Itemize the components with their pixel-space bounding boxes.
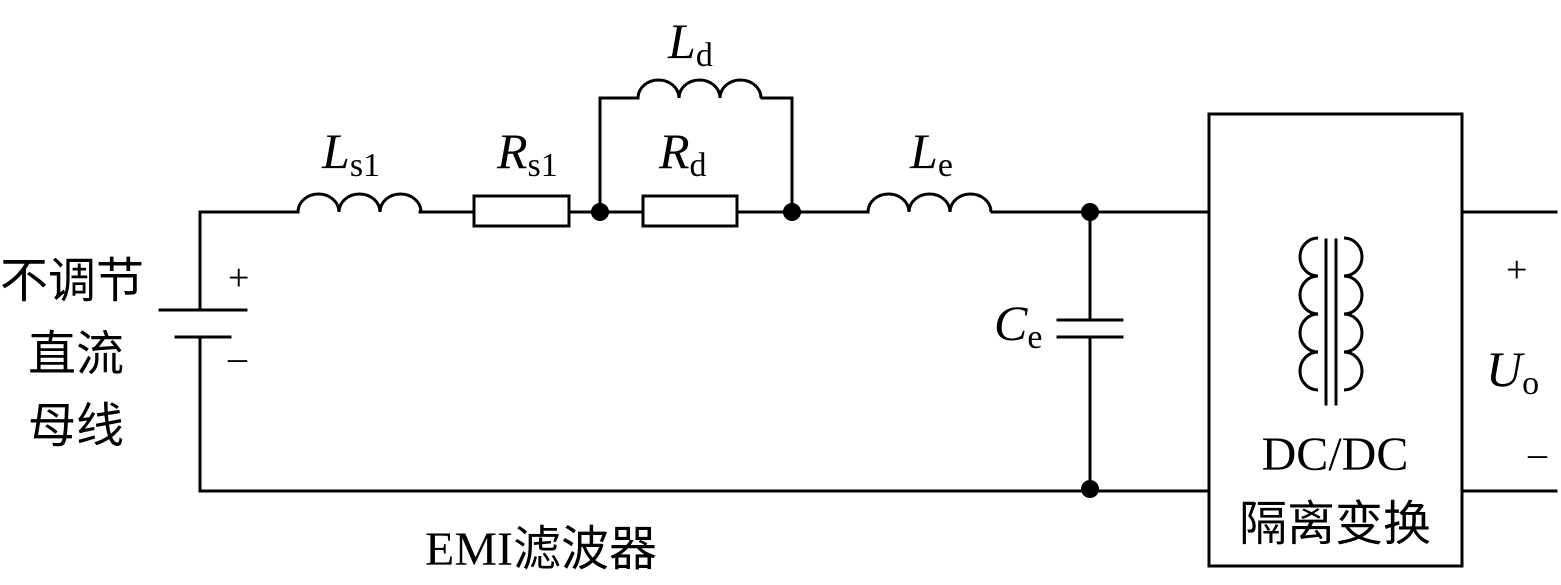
inductor-ld: Ld (636, 13, 763, 99)
label-rs1: Rs1 (496, 123, 558, 184)
resistor-rd: Rd (641, 123, 739, 228)
source-label-line-1: 不调节 (0, 253, 144, 309)
junction-dot (1081, 480, 1099, 498)
source-label-line-2: 直流 (28, 326, 124, 382)
wire-bottom-rail (198, 335, 1211, 493)
filter-label: EMI滤波器 (425, 523, 657, 576)
junction-dot (1081, 203, 1099, 221)
dcdc-converter: DC/DC 隔离变换 (1207, 112, 1464, 568)
inductor-ls1: Ls1 (296, 123, 423, 213)
source-plus-sign: + (228, 257, 249, 299)
output-minus-sign: – (1527, 433, 1548, 475)
label-ce: Ce (994, 295, 1042, 356)
converter-label-line-2: 隔离变换 (1239, 496, 1431, 552)
output-plus-sign: + (1506, 249, 1527, 291)
wire-ld-right (760, 96, 794, 214)
source-label-line-3: 母线 (28, 398, 124, 454)
resistor-rd-body (641, 194, 739, 228)
inductor-le-coil (866, 192, 993, 213)
junctions (591, 203, 1099, 498)
wires (198, 96, 1558, 493)
transformer-primary-coil (1298, 236, 1319, 392)
inductor-ls1-coil (296, 192, 423, 213)
dc-source: + – 不调节 直流 母线 (0, 253, 249, 454)
capacitor-ce: Ce (994, 295, 1124, 356)
label-le: Le (909, 123, 953, 184)
resistor-rs1: Rs1 (472, 123, 571, 228)
transformer-icon (1298, 236, 1364, 406)
wire-source-top (198, 210, 300, 312)
source-minus-sign: – (227, 337, 248, 379)
label-uo: Uo (1486, 341, 1539, 402)
converter-label-line-1: DC/DC (1262, 428, 1409, 481)
converter-box (1207, 112, 1464, 568)
transformer-secondary-coil (1343, 236, 1364, 392)
wire-ld-left (598, 96, 640, 214)
junction-dot (783, 203, 801, 221)
resistor-rs1-body (472, 194, 571, 228)
junction-dot (591, 203, 609, 221)
label-ld: Ld (667, 13, 713, 74)
inductor-ld-coil (636, 78, 763, 99)
inductor-le: Le (866, 123, 993, 213)
label-ls1: Ls1 (321, 123, 380, 184)
label-rd: Rd (658, 123, 707, 184)
output-terminals: + – Uo (1486, 249, 1548, 475)
